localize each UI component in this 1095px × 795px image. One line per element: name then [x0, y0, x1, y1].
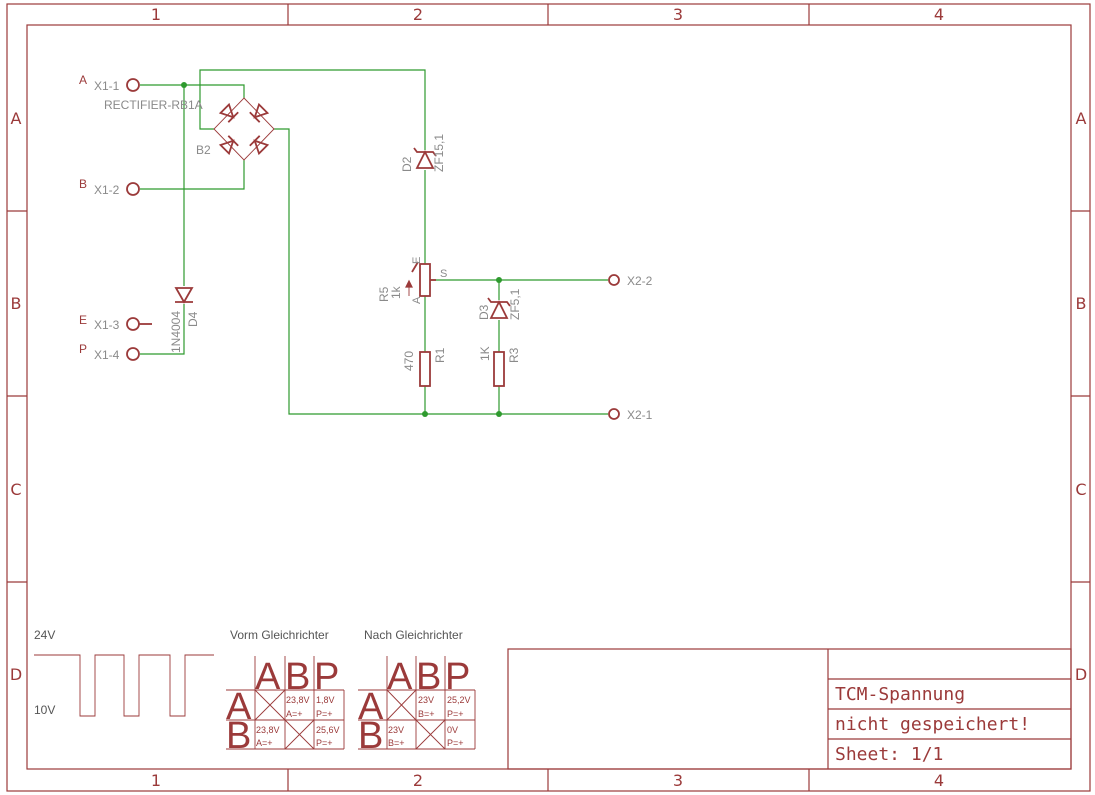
row-label: A — [1076, 109, 1087, 128]
pin-e-label: E — [79, 313, 87, 327]
x1-4-terminal[interactable] — [126, 347, 140, 361]
cell-value: 1,8V — [316, 695, 335, 705]
cell-sign: P=+ — [447, 709, 464, 719]
x2-1-label: X2-1 — [627, 408, 653, 422]
table-before-row-a: A — [226, 686, 252, 728]
table-after-row-b: B — [358, 715, 383, 757]
zener-diode-d3[interactable]: D3 ZF5,1 — [477, 288, 522, 320]
cell-sign: P=+ — [316, 738, 333, 748]
zener-diode-d2[interactable]: D2 ZF15,1 — [400, 134, 446, 172]
row-label: B — [1076, 294, 1087, 313]
r3-value: 1K — [478, 346, 492, 361]
x1-2-label: X1-2 — [94, 183, 120, 197]
cell-value: 23,8V — [286, 695, 310, 705]
connector-x1: A X1-1 B X1-2 E X1-3 P X1-4 — [79, 73, 152, 362]
row-label: B — [11, 294, 22, 313]
column-label: 4 — [934, 771, 944, 790]
table-after-title: Nach Gleichrichter — [364, 628, 463, 642]
pin-b-label: B — [79, 177, 87, 191]
waveform-sketch: 24V 10V — [34, 628, 214, 717]
r5-pin-e: E — [411, 257, 423, 264]
r5-value: 1k — [389, 285, 403, 299]
table-after-header-p: P — [445, 656, 470, 698]
r5-pin-s: S — [440, 268, 447, 280]
cell-sign: A=+ — [256, 738, 273, 748]
d2-name: D2 — [400, 156, 414, 172]
d4-name: D4 — [186, 311, 200, 327]
r5-pin-a: A — [411, 296, 423, 304]
table-before-header-a: A — [255, 656, 281, 698]
column-label: 3 — [673, 771, 683, 790]
pin-p-label: P — [79, 342, 87, 356]
x1-2-terminal[interactable] — [126, 182, 140, 196]
r3-name: R3 — [507, 347, 521, 363]
table-after-row-a: A — [358, 686, 384, 728]
title-block-sheet: Sheet: 1/1 — [835, 744, 943, 765]
r5-name: R5 — [377, 286, 391, 302]
waveform-low-label: 10V — [34, 703, 55, 717]
x1-1-label: X1-1 — [94, 79, 120, 93]
wires — [140, 69, 608, 417]
d2-value: ZF15,1 — [432, 134, 446, 172]
cell-sign: P=+ — [316, 709, 333, 719]
column-label: 4 — [934, 5, 944, 24]
table-before-rectifier: Vorm Gleichrichter A B P A B 23,8V A=+ 1… — [226, 628, 345, 757]
connector-x2: X2-2 X2-1 — [608, 274, 653, 422]
cell-sign: B=+ — [388, 738, 405, 748]
x2-2-label: X2-2 — [627, 274, 653, 288]
bridge-rectifier-b2[interactable]: RECTIFIER-RB1A B2 — [104, 97, 275, 161]
x1-1-terminal[interactable] — [126, 78, 140, 92]
drawing-frame: 1 2 3 4 1 2 3 4 A B C D A B C D — [6, 3, 1091, 792]
column-label: 1 — [151, 771, 161, 790]
cell-value: 0V — [447, 725, 458, 735]
x1-4-label: X1-4 — [94, 348, 120, 362]
title-block-title: TCM-Spannung — [835, 684, 965, 705]
waveform-high-label: 24V — [34, 628, 55, 642]
table-before-row-b: B — [226, 715, 251, 757]
table-after-header-b: B — [416, 656, 441, 698]
resistor-r1[interactable]: 470 R1 — [402, 347, 447, 387]
title-block: TCM-Spannung nicht gespeichert! Sheet: 1… — [507, 648, 1072, 770]
cell-value: 23V — [418, 695, 434, 705]
title-block-status: nicht gespeichert! — [835, 714, 1030, 735]
r1-value: 470 — [402, 351, 416, 371]
cell-value: 23,8V — [256, 725, 280, 735]
potentiometer-r5[interactable]: E A S R5 1k — [377, 257, 447, 304]
row-label: A — [11, 109, 22, 128]
row-label: C — [10, 480, 21, 499]
cell-sign: P=+ — [447, 738, 464, 748]
rectifier-name: B2 — [196, 143, 211, 157]
column-label: 1 — [151, 5, 161, 24]
column-label: 3 — [673, 5, 683, 24]
column-label: 2 — [413, 5, 423, 24]
cell-sign: A=+ — [286, 709, 303, 719]
x2-2-terminal[interactable] — [608, 274, 620, 286]
row-label: D — [1075, 665, 1087, 684]
cell-sign: B=+ — [418, 709, 435, 719]
table-after-rectifier: Nach Gleichrichter A B P A B 23V B=+ 25,… — [358, 628, 476, 757]
cell-value: 25,6V — [316, 725, 340, 735]
x1-3-label: X1-3 — [94, 318, 120, 332]
x1-3-terminal[interactable] — [126, 317, 140, 331]
rectifier-value: RECTIFIER-RB1A — [104, 98, 203, 112]
d3-name: D3 — [477, 304, 491, 320]
column-label: 2 — [413, 771, 423, 790]
d4-value: 1N4004 — [169, 311, 183, 353]
row-label: D — [10, 665, 22, 684]
x2-1-terminal[interactable] — [608, 408, 620, 420]
table-after-header-a: A — [387, 656, 413, 698]
row-label: C — [1075, 480, 1086, 499]
table-before-header-b: B — [285, 656, 310, 698]
d3-value: ZF5,1 — [508, 288, 522, 320]
r1-name: R1 — [433, 347, 447, 363]
cell-value: 25,2V — [447, 695, 471, 705]
diode-d4[interactable]: 1N4004 D4 — [169, 287, 200, 353]
cell-value: 23V — [388, 725, 404, 735]
resistor-r3[interactable]: 1K R3 — [478, 346, 521, 387]
pin-a-label: A — [79, 73, 87, 87]
table-before-header-p: P — [314, 656, 339, 698]
table-before-title: Vorm Gleichrichter — [230, 628, 329, 642]
